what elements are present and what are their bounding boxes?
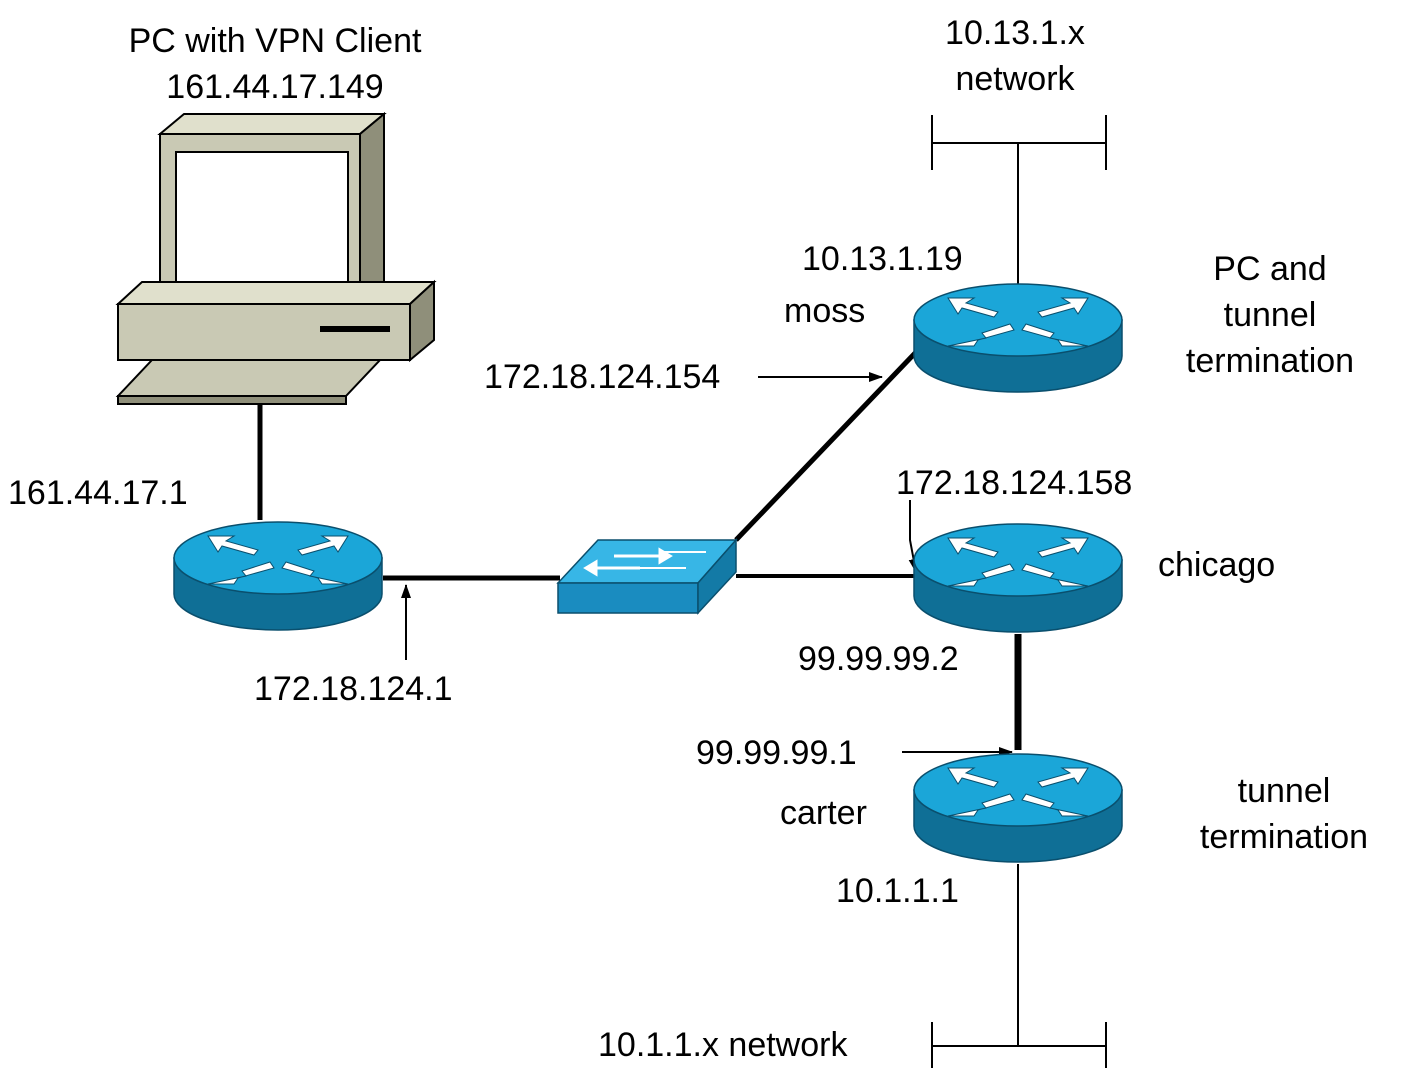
moss-outside-ip-label: 172.18.124.154: [484, 358, 721, 396]
moss-role-line2: tunnel: [1223, 296, 1317, 334]
router-icon: [913, 753, 1123, 863]
pc-ip-label: 161.44.17.149: [166, 68, 384, 106]
carter-inside-ip-label: 10.1.1.1: [836, 872, 959, 910]
chicago-outside-ip-label: 172.18.124.158: [896, 464, 1133, 502]
router-icon: [913, 283, 1123, 393]
pc-title-label: PC with VPN Client: [128, 22, 422, 60]
pointer-arrows: [401, 372, 1013, 757]
carter-serial-ip-label: 99.99.99.1: [696, 734, 857, 772]
pc-gateway-uplink-ip-label: 172.18.124.1: [254, 670, 453, 708]
computer-icon: [115, 111, 437, 405]
chicago-serial-ip-label: 99.99.99.2: [798, 640, 959, 678]
moss-inside-ip-label: 10.13.1.19: [802, 240, 963, 278]
moss-name-label: moss: [784, 292, 866, 330]
switch-icon: [556, 538, 738, 615]
top-network-label-line2: network: [955, 60, 1075, 98]
chicago-name-label: chicago: [1158, 546, 1276, 584]
top-network-label-line1: 10.13.1.x: [945, 14, 1085, 52]
router-icon: [913, 523, 1123, 633]
pc-gateway-ip-label: 161.44.17.1: [8, 474, 188, 512]
links: [257, 115, 1107, 1068]
bottom-network-label: 10.1.1.x network: [598, 1026, 848, 1064]
carter-role-line1: tunnel: [1237, 772, 1331, 810]
carter-role-line2: termination: [1199, 818, 1369, 856]
router-icon: [173, 521, 383, 631]
carter-name-label: carter: [780, 794, 867, 832]
moss-role-line1: PC and: [1213, 250, 1327, 288]
switch-to-moss-link: [734, 348, 920, 542]
moss-role-line3: termination: [1185, 342, 1355, 380]
